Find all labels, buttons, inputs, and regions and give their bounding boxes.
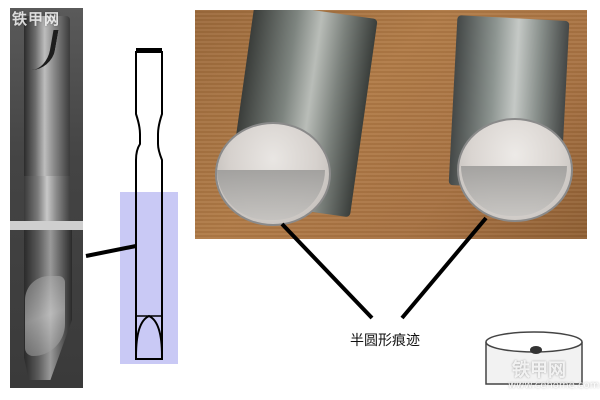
watermark-top: 铁甲网 bbox=[12, 10, 61, 28]
watermark-bottom: 铁甲网 bbox=[512, 360, 566, 381]
broken-rod-photo bbox=[10, 8, 83, 388]
semicircle-trace-caption: 半圆形痕迹 bbox=[350, 333, 420, 349]
rod-upper-piece bbox=[24, 16, 70, 221]
cylinder-icon bbox=[485, 331, 583, 385]
watermark-url: www.cehome.com bbox=[508, 380, 600, 391]
fracture-surfaces-photo bbox=[195, 10, 587, 239]
rod-schematic bbox=[120, 48, 178, 364]
schematic-top-cap bbox=[136, 48, 162, 52]
schematic-rod-outline bbox=[135, 51, 163, 360]
rod-fracture-face bbox=[25, 276, 65, 356]
highlight-region bbox=[120, 192, 178, 364]
fracture-gap bbox=[10, 221, 83, 230]
